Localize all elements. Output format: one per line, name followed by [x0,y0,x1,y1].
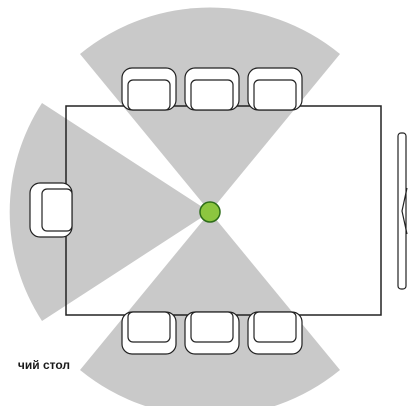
chair-icon [121,311,177,355]
chair-icon [247,311,303,355]
chair-icon [184,67,240,111]
coverage-sector-bottom [80,212,340,406]
chair-icon [121,67,177,111]
camera-icon [199,201,221,223]
coverage-sector-left [9,103,211,321]
chairs-top [121,67,303,111]
chair-icon [29,182,73,238]
table-label-text: чий стол [17,358,70,372]
display-screen-icon [397,132,408,290]
table-label: чий стол [0,358,70,372]
chair-icon [184,311,240,355]
chair-left [29,182,73,238]
chair-icon [247,67,303,111]
chairs-bottom [121,311,303,355]
